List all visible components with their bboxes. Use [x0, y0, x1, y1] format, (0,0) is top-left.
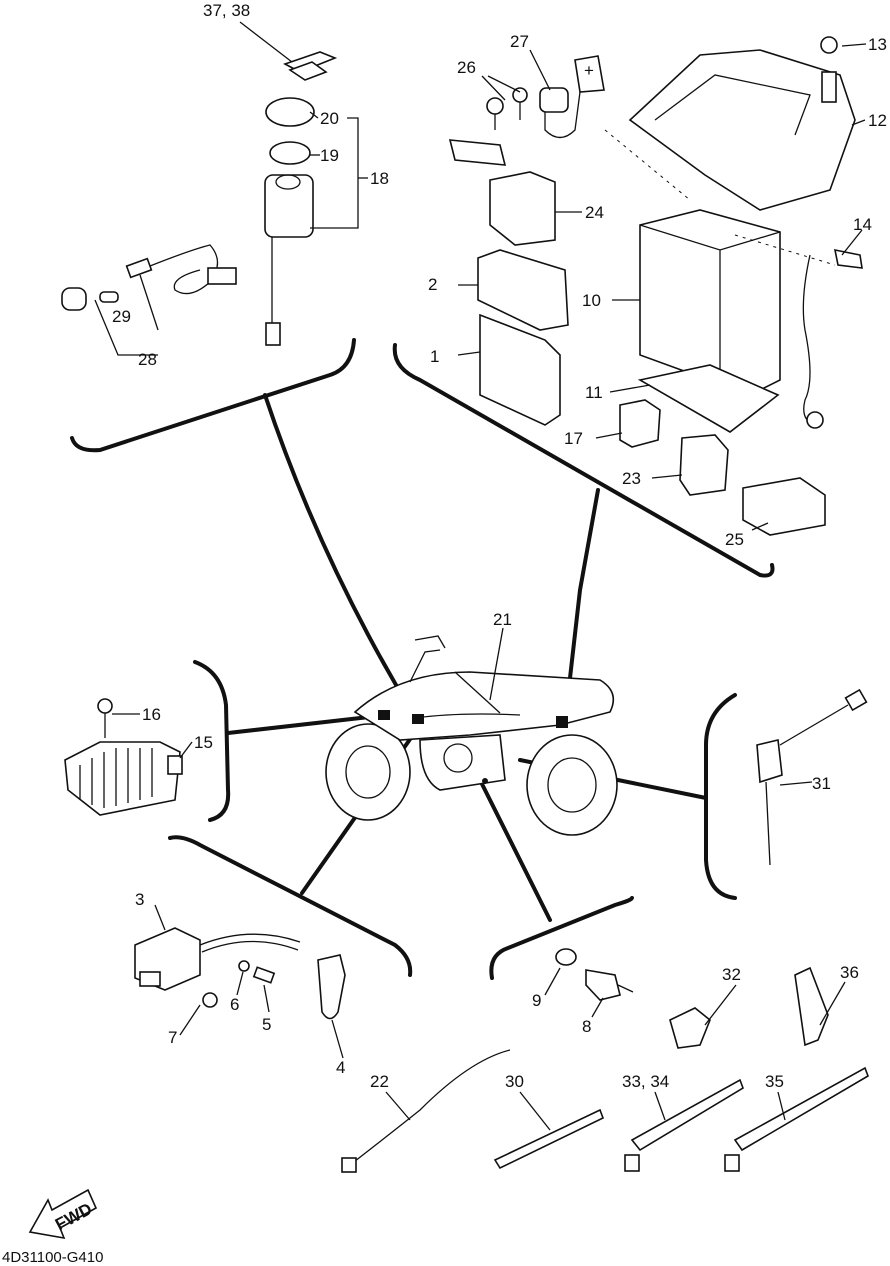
switch-part — [756, 739, 783, 784]
battery-case-part — [628, 49, 856, 211]
band-part — [493, 1108, 605, 1170]
callout-30: 30 — [505, 1072, 524, 1091]
callout-29: 29 — [112, 307, 131, 326]
callout-14: 14 — [853, 215, 872, 234]
switch-connector-part — [265, 322, 281, 346]
electrical-box-parts: + — [448, 36, 863, 536]
callout-26: 26 — [457, 58, 476, 77]
callout-37-38: 37, 38 — [203, 1, 250, 20]
callout-numbers: 37, 38 20 19 18 29 28 27 26 13 12 24 14 … — [112, 1, 887, 1091]
rectifier-regulator-part — [64, 741, 181, 816]
callout-27: 27 — [510, 32, 529, 51]
callout-17: 17 — [564, 429, 583, 448]
callout-11: 11 — [585, 383, 603, 402]
holder-part — [669, 1007, 711, 1049]
ecu-part — [479, 313, 561, 426]
callout-18: 18 — [370, 169, 389, 188]
clamp-part — [630, 1078, 744, 1152]
clamp-35-part — [733, 1066, 869, 1152]
callout-6: 6 — [230, 995, 239, 1014]
bracket-rectifier-group — [193, 660, 231, 822]
battery-plus-sign: + — [584, 61, 594, 80]
fwd-arrow-icon — [28, 1188, 98, 1240]
ignition-coil-parts — [134, 927, 346, 1020]
cap-part — [61, 287, 87, 311]
lead-wire-part — [349, 1049, 511, 1166]
nut-part — [269, 141, 311, 165]
callout-12: 12 — [868, 111, 887, 130]
callout-leaders — [94, 21, 867, 1131]
callout-23: 23 — [622, 469, 641, 488]
callout-19: 19 — [320, 146, 339, 165]
fuse-box-part — [742, 477, 826, 536]
callout-13: 13 — [868, 35, 887, 54]
callout-35: 35 — [765, 1072, 784, 1091]
callout-15: 15 — [194, 733, 213, 752]
atv-illustration — [325, 635, 618, 836]
ecu-bracket-part — [477, 249, 569, 331]
callout-7: 7 — [168, 1028, 177, 1047]
cover-part — [539, 87, 569, 113]
washer-part — [238, 960, 250, 972]
leader-rectifier — [226, 714, 380, 735]
bracket-electrical-box-group — [392, 343, 775, 578]
plug-cap-part — [317, 954, 346, 1020]
leader-sensor — [478, 778, 552, 922]
fuse-part — [619, 399, 661, 448]
leader-ignition — [263, 393, 414, 714]
main-switch-part — [264, 174, 314, 238]
diagram-code: 4D31100-G410 — [2, 1249, 103, 1266]
callout-9: 9 — [532, 991, 541, 1010]
callout-8: 8 — [582, 1017, 591, 1036]
gasket-part — [555, 948, 577, 966]
callout-22: 22 — [370, 1072, 389, 1091]
bolt-part — [486, 97, 504, 115]
screw-7-part — [202, 992, 218, 1008]
rectifier-parts — [64, 698, 183, 816]
callout-3: 3 — [135, 890, 144, 909]
callout-1: 1 — [430, 347, 439, 366]
thermo-sensor-part — [585, 969, 621, 1001]
callout-21: 21 — [493, 610, 512, 629]
bracket-sensor-group — [489, 896, 634, 980]
battery-band-part — [637, 364, 780, 433]
rectifier-bolt-part — [97, 698, 113, 714]
callout-31: 31 — [812, 774, 831, 793]
callout-28: 28 — [138, 350, 157, 369]
callout-4: 4 — [336, 1058, 345, 1077]
sensor-parts — [555, 948, 634, 1001]
callout-5: 5 — [262, 1015, 271, 1034]
screw-part — [252, 966, 276, 984]
callout-33-34: 33, 34 — [622, 1072, 669, 1091]
callout-2: 2 — [428, 275, 437, 294]
holder-36-part — [794, 966, 829, 1047]
neutral-switch-parts — [756, 688, 868, 866]
callout-25: 25 — [725, 530, 744, 549]
callout-16: 16 — [142, 705, 161, 724]
misc-parts — [341, 966, 869, 1173]
bracket-ignition-coil-group — [168, 835, 413, 977]
relay-assembly-part — [489, 171, 556, 246]
callout-20: 20 — [320, 109, 339, 128]
callout-10: 10 — [582, 291, 601, 310]
fwd-arrow: FWD — [28, 1188, 98, 1240]
ignition-switch-parts — [61, 51, 338, 346]
battery-part — [639, 209, 781, 396]
key-cap-part — [265, 97, 315, 127]
callout-24: 24 — [585, 203, 604, 222]
callout-32: 32 — [722, 965, 741, 984]
bracket-ignition-group — [70, 338, 356, 453]
callout-36: 36 — [840, 963, 859, 982]
bracket-switch-group — [704, 693, 737, 900]
relay-part — [679, 434, 729, 496]
group-bracket-lines — [70, 338, 775, 980]
